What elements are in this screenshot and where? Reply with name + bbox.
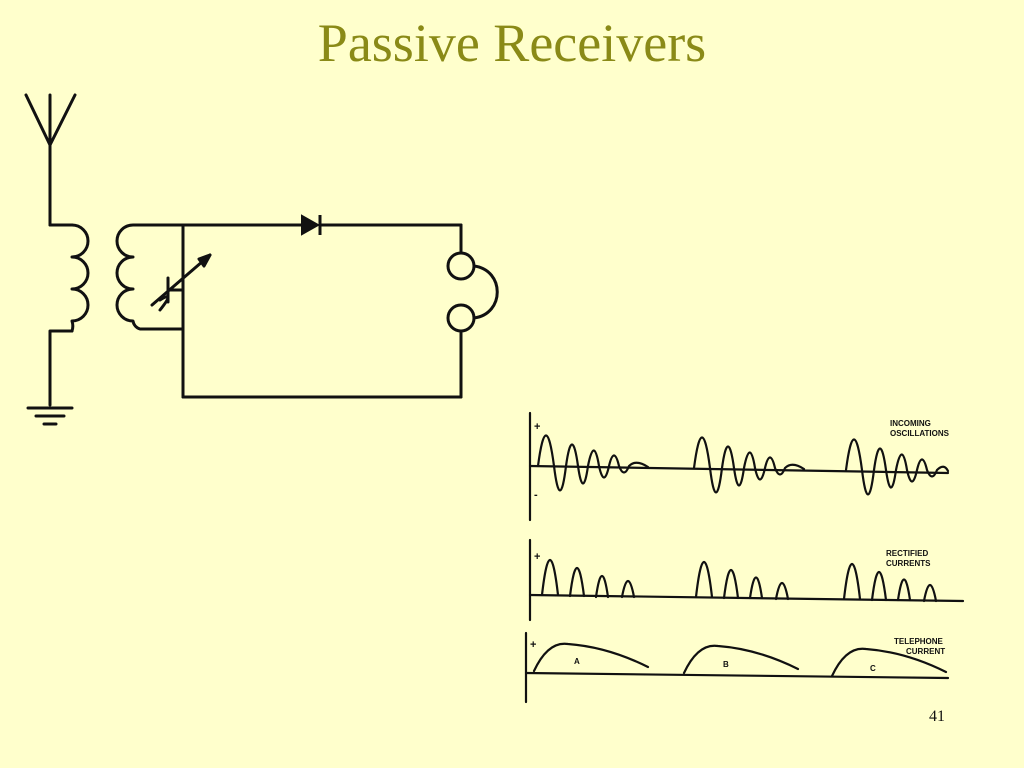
minus-sign-incoming: - bbox=[534, 489, 538, 501]
antenna-symbol bbox=[24, 93, 77, 227]
pulse-label-c: C bbox=[870, 664, 876, 673]
telephone-current-panel bbox=[524, 631, 950, 704]
incoming-label-line2: OSCILLATIONS bbox=[890, 429, 950, 438]
rectified-currents-panel bbox=[528, 538, 965, 622]
slide-title: Passive Receivers bbox=[317, 13, 707, 73]
diode-symbol bbox=[301, 214, 322, 236]
telephone-label-line2: CURRENT bbox=[906, 647, 945, 656]
plus-sign-rectified: + bbox=[534, 551, 540, 563]
circuit-wires bbox=[181, 223, 463, 399]
plus-sign-incoming: + bbox=[534, 421, 540, 433]
pulse-label-b: B bbox=[723, 660, 729, 669]
headphones-symbol bbox=[446, 251, 499, 333]
plus-sign-telephone: + bbox=[530, 639, 536, 651]
telephone-label-line1: TELEPHONE bbox=[894, 637, 944, 646]
waveform-illustration: + - INCOMING OSCILLATIONS + RECTIFIED CU… bbox=[524, 411, 965, 704]
incoming-oscillations-panel bbox=[528, 411, 950, 522]
page-number: 41 bbox=[929, 708, 945, 725]
pulse-label-a: A bbox=[574, 657, 580, 666]
variable-capacitor bbox=[150, 253, 212, 312]
incoming-label-line1: INCOMING bbox=[890, 419, 931, 428]
secondary-coil bbox=[115, 223, 185, 331]
rectified-label-line1: RECTIFIED bbox=[886, 549, 928, 558]
rectified-label-line2: CURRENTS bbox=[886, 559, 931, 568]
primary-coil bbox=[48, 223, 90, 407]
ground-symbol bbox=[26, 406, 74, 426]
